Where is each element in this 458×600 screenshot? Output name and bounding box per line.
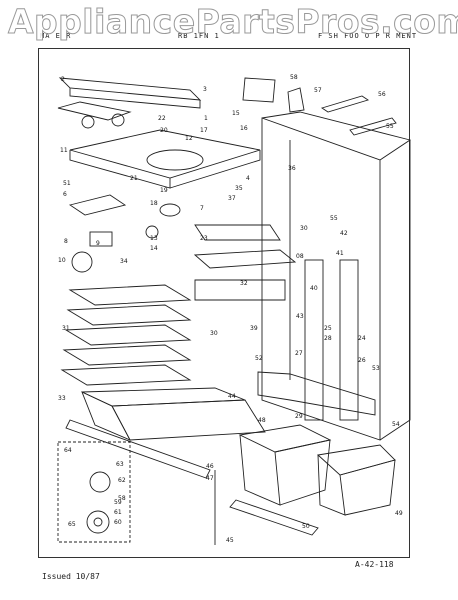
svg-text:6: 6 xyxy=(63,191,67,198)
svg-text:62: 62 xyxy=(118,477,126,484)
meat-pan xyxy=(194,279,286,301)
svg-text:58: 58 xyxy=(290,74,298,81)
svg-text:28: 28 xyxy=(324,335,332,342)
svg-text:50: 50 xyxy=(302,523,310,530)
svg-text:21: 21 xyxy=(130,175,138,182)
crisper-pan xyxy=(238,424,332,453)
svg-text:1: 1 xyxy=(204,115,208,122)
svg-text:18: 18 xyxy=(150,200,158,207)
svg-text:45: 45 xyxy=(226,537,234,544)
svg-text:61: 61 xyxy=(114,509,122,516)
damper-assembly xyxy=(68,194,127,216)
figure-number: A-42-118 xyxy=(355,560,394,569)
svg-text:44: 44 xyxy=(228,393,236,400)
svg-text:56: 56 xyxy=(378,91,386,98)
svg-text:3: 3 xyxy=(203,86,207,93)
svg-text:59: 59 xyxy=(114,499,122,506)
svg-text:63: 63 xyxy=(116,461,124,468)
header-model-label: MA E R xyxy=(40,32,72,40)
svg-text:15: 15 xyxy=(232,110,240,117)
svg-text:51: 51 xyxy=(63,180,71,187)
svg-text:52: 52 xyxy=(255,355,263,362)
svg-text:31: 31 xyxy=(62,325,70,332)
svg-text:47: 47 xyxy=(206,475,214,482)
svg-text:19: 19 xyxy=(160,187,168,194)
grille xyxy=(257,371,376,416)
header-model-number: RB 1FN 1 xyxy=(178,32,220,40)
svg-text:30: 30 xyxy=(210,330,218,337)
svg-text:58: 58 xyxy=(118,495,126,502)
svg-text:25: 25 xyxy=(324,325,332,332)
diffuser-plate xyxy=(69,129,261,179)
svg-text:36: 36 xyxy=(288,165,296,172)
wire-shelf xyxy=(68,284,192,306)
svg-text:46: 46 xyxy=(206,463,214,470)
svg-text:34: 34 xyxy=(120,258,128,265)
svg-text:49: 49 xyxy=(395,510,403,517)
svg-text:14: 14 xyxy=(150,245,158,252)
diagram-frame xyxy=(38,48,410,558)
svg-text:65: 65 xyxy=(68,521,76,528)
roller-inset xyxy=(57,441,131,543)
rail xyxy=(320,95,370,113)
svg-text:22: 22 xyxy=(158,115,166,122)
svg-text:40: 40 xyxy=(310,285,318,292)
svg-text:35: 35 xyxy=(235,185,243,192)
svg-text:39: 39 xyxy=(250,325,258,332)
svg-text:24: 24 xyxy=(358,335,366,342)
svg-text:41: 41 xyxy=(336,250,344,257)
svg-text:20: 20 xyxy=(160,127,168,134)
svg-text:27: 27 xyxy=(295,350,303,357)
svg-text:60: 60 xyxy=(114,519,122,526)
svg-text:53: 53 xyxy=(372,365,380,372)
issued-date: Issued 10/87 xyxy=(42,572,100,581)
svg-text:64: 64 xyxy=(64,447,72,454)
control-panel xyxy=(242,77,276,103)
svg-text:16: 16 xyxy=(240,125,248,132)
svg-text:2: 2 xyxy=(61,76,65,83)
svg-text:4: 4 xyxy=(246,175,250,182)
cabinet-liner xyxy=(261,117,381,441)
svg-text:54: 54 xyxy=(392,421,400,428)
svg-text:23: 23 xyxy=(200,235,208,242)
svg-text:12: 12 xyxy=(185,135,193,142)
svg-text:32: 32 xyxy=(240,280,248,287)
bracket xyxy=(287,87,305,113)
svg-text:29: 29 xyxy=(295,413,303,420)
svg-text:48: 48 xyxy=(258,417,266,424)
svg-text:11: 11 xyxy=(60,147,68,154)
svg-text:57: 57 xyxy=(314,87,322,94)
svg-text:8: 8 xyxy=(64,238,68,245)
svg-text:17: 17 xyxy=(200,127,208,134)
svg-text:7: 7 xyxy=(200,205,204,212)
svg-text:26: 26 xyxy=(358,357,366,364)
crisper-cover xyxy=(193,249,297,269)
header-section-title: F SH FOO O P R MENT xyxy=(318,32,418,40)
upper-shelf xyxy=(194,224,281,241)
svg-text:08: 08 xyxy=(296,253,304,260)
svg-text:30: 30 xyxy=(300,225,308,232)
svg-text:55: 55 xyxy=(330,215,338,222)
svg-text:10: 10 xyxy=(58,257,66,264)
svg-text:37: 37 xyxy=(228,195,236,202)
svg-text:13: 13 xyxy=(150,235,158,242)
svg-text:33: 33 xyxy=(58,395,66,402)
svg-text:55: 55 xyxy=(386,123,394,130)
svg-text:43: 43 xyxy=(296,313,304,320)
rail xyxy=(349,117,397,136)
svg-text:9: 9 xyxy=(96,240,100,247)
svg-text:42: 42 xyxy=(340,230,348,237)
